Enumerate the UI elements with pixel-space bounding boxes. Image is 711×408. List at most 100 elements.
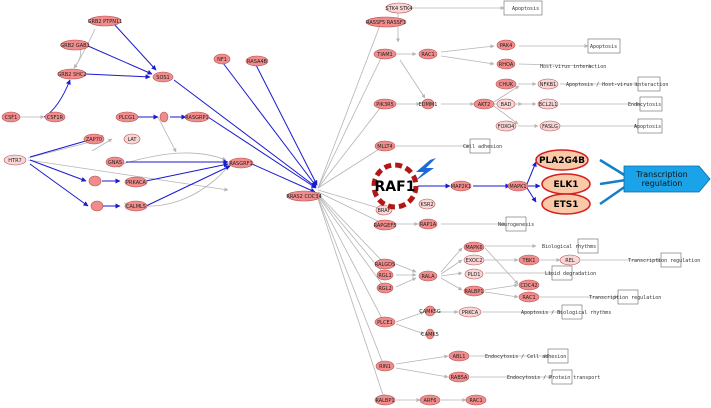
gene-node-csf1: CSF1 <box>1 111 21 123</box>
gene-node-label: SOS1 <box>156 75 169 81</box>
gene-node-sos1: SOS1 <box>152 71 174 83</box>
gene-node-edmm1: EDMM1 <box>419 98 437 110</box>
edge <box>395 323 425 335</box>
gene-node-label: CAMK5 <box>421 332 439 338</box>
gene-node-grb2-gab1: GRB2 GAB1 <box>60 39 90 51</box>
raf1-node: RAF1 <box>371 162 419 210</box>
gene-node-plcg1: PLCG1 <box>115 111 139 123</box>
edge <box>484 247 519 285</box>
elk1-node: ELK1 <box>541 173 591 195</box>
gene-node-label: RASGRF1 <box>229 161 252 167</box>
gene-node-n-small3 <box>90 200 104 212</box>
process-apoptosis <box>637 118 663 134</box>
gene-node-mllt4: MLLT4 <box>374 140 396 152</box>
gene-node-htr7: HTR7 <box>3 154 27 166</box>
gene-node-label: ARF6 <box>424 398 437 404</box>
process-label: Apoptosis <box>590 44 617 50</box>
gene-node-cdc42: CDC42 <box>518 279 540 291</box>
gene-node-rin1: RIN1 <box>375 360 395 372</box>
gene-node-label: MLLT4 <box>377 144 392 150</box>
edge <box>440 259 463 275</box>
process-apoptosis-host <box>637 76 661 92</box>
gene-node-label: REL <box>565 258 575 264</box>
gene-node-label: ZAP70 <box>86 137 102 143</box>
gene-node-shape <box>385 2 413 14</box>
edge <box>518 63 593 68</box>
gene-node-bad: BAD <box>496 98 516 110</box>
gene-node-shape <box>496 58 516 70</box>
gene-node-label: BAD <box>501 102 512 108</box>
edge <box>91 138 113 152</box>
edge <box>29 163 89 207</box>
process-label: Apoptosis <box>634 124 661 130</box>
gene-node-label: PLCE1 <box>377 320 393 326</box>
process-label: Transcription regulation <box>628 258 700 264</box>
pla2g4b-label: PLA2G4B <box>539 156 585 166</box>
gene-node-label: FOXO4 <box>498 124 515 130</box>
edge <box>145 162 229 182</box>
gene-node-label: RAPGEF5 <box>374 223 397 229</box>
gene-node-ralbp1b: RALBP1 <box>374 394 396 406</box>
edge <box>526 187 537 203</box>
gene-node-shape <box>88 175 102 187</box>
gene-node-shape <box>228 157 254 169</box>
edge <box>87 45 153 75</box>
gene-node-rac1-top: RAC1 <box>418 48 438 60</box>
edge <box>526 161 537 185</box>
gene-node-shape <box>495 78 517 90</box>
edge <box>43 79 71 118</box>
gene-node-shape <box>418 270 438 282</box>
process-bio-rhythms <box>577 238 599 254</box>
gene-node-ralbp1: RALBP1 <box>463 285 485 297</box>
gene-node-rala: RALA <box>418 270 438 282</box>
gene-node-label: RGL2 <box>378 286 391 292</box>
gene-node-prkca: PRKCA <box>458 306 482 318</box>
edge <box>599 178 627 186</box>
process-label: Cell adhesion <box>463 144 502 150</box>
output-label-line1: Transcription <box>635 170 687 179</box>
edge <box>484 283 519 291</box>
gene-node-shape <box>537 98 559 110</box>
process-apoptosis-bio <box>561 304 583 320</box>
gene-node-stk4: STK4 STK4 <box>385 2 413 14</box>
gene-node-shape <box>376 282 394 294</box>
gene-node-shape <box>159 111 169 123</box>
edge <box>395 311 425 323</box>
gene-node-shape <box>374 140 396 152</box>
edge <box>145 165 231 207</box>
gene-node-label: CHUK <box>499 82 514 88</box>
gene-node-label: RASGRP1 <box>185 115 208 121</box>
gene-node-grb2-ptpn11: GRB2 PTPN11 <box>88 15 122 27</box>
edge <box>484 291 519 299</box>
gene-node-rab5a: RAB5A <box>448 371 470 383</box>
gene-node-shape <box>425 328 435 340</box>
gene-node-label: NFKB1 <box>540 82 557 88</box>
process-endocytosis-protein <box>551 369 573 385</box>
gene-node-shape <box>374 258 396 270</box>
edge <box>395 277 417 288</box>
edge <box>85 73 151 80</box>
gene-node-label: CDC42 <box>520 283 537 289</box>
lightning-bolt-icon <box>414 158 436 182</box>
gene-node-shape <box>374 394 396 406</box>
gene-node-rel: REL <box>559 254 581 266</box>
edge <box>493 85 520 103</box>
gene-node-exoc2: EXOC2 <box>463 254 485 266</box>
gene-node-shape <box>124 200 148 212</box>
gene-node-ralgds: RALGDS <box>374 258 396 270</box>
gene-node-shape <box>463 254 485 266</box>
gene-node-label: LAT <box>128 137 138 143</box>
edge <box>222 62 317 187</box>
edge <box>29 159 87 182</box>
edge <box>440 271 463 277</box>
gene-node-arf6: ARF6 <box>419 394 441 406</box>
gene-node-label: RALBP1 <box>464 289 483 295</box>
gene-node-shape <box>458 306 482 318</box>
edge <box>395 367 449 379</box>
edge <box>395 263 417 273</box>
gene-node-rac1-low: RAC1 <box>518 291 540 303</box>
edge <box>395 354 449 365</box>
gene-node-nfkb1: NFKB1 <box>537 78 559 90</box>
gene-node-shape <box>537 78 559 90</box>
